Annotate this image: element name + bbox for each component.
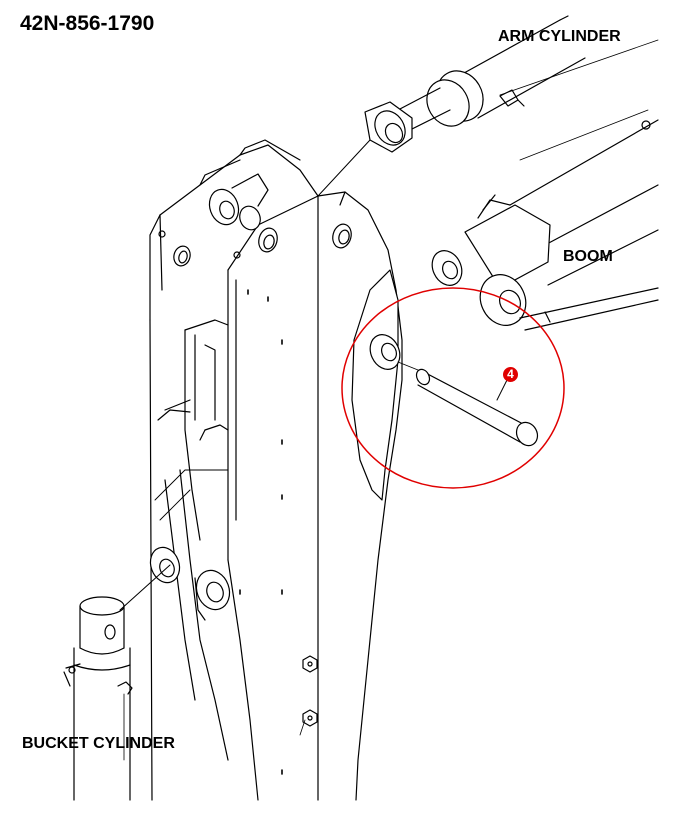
arm-cylinder-label: ARM CYLINDER xyxy=(498,28,621,45)
callout-leader xyxy=(497,378,508,400)
bucket-cylinder-label: BUCKET CYLINDER xyxy=(22,735,175,752)
part-number: 42N-856-1790 xyxy=(20,12,155,35)
plate-bolt-marks xyxy=(240,290,282,774)
callout-number-badge[interactable]: 4 xyxy=(503,367,518,382)
leader-lines xyxy=(120,140,370,610)
callout-ring xyxy=(342,288,564,488)
boom-drawing xyxy=(427,40,658,333)
pin-part-drawing xyxy=(365,330,542,450)
arm-body-drawing xyxy=(146,140,402,800)
boom-label: BOOM xyxy=(563,248,613,265)
bucket-cylinder-drawing xyxy=(64,597,132,800)
